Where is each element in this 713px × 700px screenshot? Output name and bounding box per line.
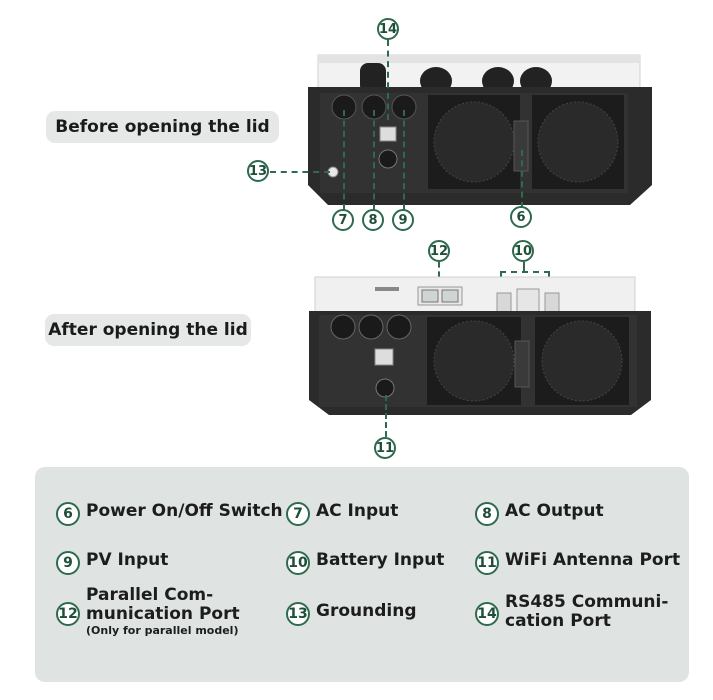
legend-item-10: 10 Battery Input [286, 551, 444, 575]
legend-label-line1: Parallel Com- [86, 585, 214, 605]
legend-label: AC Output [505, 501, 604, 521]
legend-number: 12 [56, 602, 80, 626]
legend-number: 13 [286, 602, 310, 626]
legend-item-12: 12 Parallel Com- munication Port (Only f… [56, 586, 240, 637]
callout-7: 7 [332, 209, 354, 231]
callout-12: 12 [428, 240, 450, 262]
legend-label: WiFi Antenna Port [505, 550, 681, 570]
legend-item-9: 9 PV Input [56, 551, 168, 575]
legend-label: AC Input [316, 501, 399, 521]
callout-8: 8 [362, 209, 384, 231]
legend-label: Grounding [316, 601, 417, 621]
device-before-illustration [308, 54, 652, 205]
legend-label: Power On/Off Switch [86, 501, 283, 521]
callout-6: 6 [510, 206, 532, 228]
legend-label-line1: RS485 Communi- [505, 592, 669, 612]
legend-number: 8 [475, 502, 499, 526]
legend-label: PV Input [86, 550, 169, 570]
legend-label: Battery Input [316, 550, 445, 570]
callout-13: 13 [247, 160, 269, 182]
legend-item-11: 11 WiFi Antenna Port [475, 551, 680, 575]
callout-10: 10 [512, 240, 534, 262]
legend-number: 10 [286, 551, 310, 575]
legend-item-8: 8 AC Output [475, 502, 604, 526]
legend-item-7: 7 AC Input [286, 502, 398, 526]
legend-number: 9 [56, 551, 80, 575]
legend-label-line2: cation Port [505, 611, 611, 631]
legend-item-13: 13 Grounding [286, 602, 417, 626]
before-lid-label: Before opening the lid [46, 111, 279, 143]
legend-number: 11 [475, 551, 499, 575]
after-lid-label: After opening the lid [45, 314, 251, 346]
legend-number: 14 [475, 602, 499, 626]
legend-item-6: 6 Power On/Off Switch [56, 502, 283, 526]
device-after-illustration [309, 276, 651, 415]
callout-14: 14 [377, 18, 399, 40]
legend-label-line2: munication Port [86, 604, 240, 624]
legend-number: 6 [56, 502, 80, 526]
callout-11: 11 [374, 437, 396, 459]
legend-note: (Only for parallel model) [86, 624, 239, 637]
callout-9: 9 [392, 209, 414, 231]
legend-panel [35, 467, 689, 682]
legend-number: 7 [286, 502, 310, 526]
legend-item-14: 14 RS485 Communi- cation Port [475, 593, 668, 631]
